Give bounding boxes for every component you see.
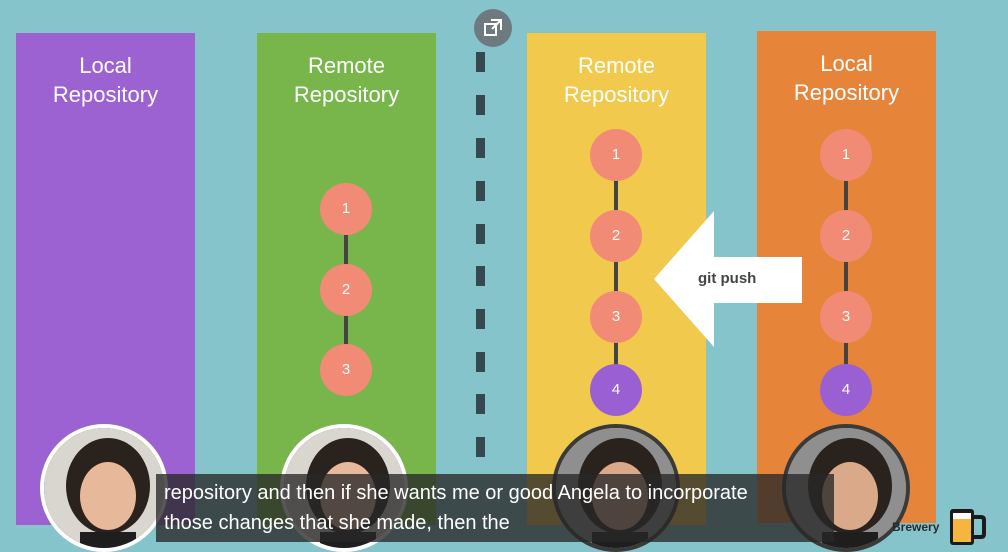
commit-node: 1 <box>590 129 642 181</box>
panel-title: Local Repository <box>52 53 159 107</box>
commit-node: 2 <box>320 264 372 316</box>
commit-node: 1 <box>820 129 872 181</box>
brand-text: Brewery <box>892 520 940 534</box>
panel-title: Local Repository <box>793 51 900 105</box>
commit-node: 4 <box>820 364 872 416</box>
commit-chain <box>614 155 618 393</box>
caption-line-1: repository and then if she wants me or g… <box>164 482 748 504</box>
commit-node: 3 <box>820 291 872 343</box>
commit-chain <box>844 155 848 393</box>
git-push-label: git push <box>698 270 757 287</box>
beer-mug-icon <box>950 509 986 545</box>
commit-node: 3 <box>590 291 642 343</box>
caption-line-2: those changes that she made, then the <box>164 512 510 534</box>
commit-node: 1 <box>320 183 372 235</box>
commit-node: 2 <box>820 210 872 262</box>
caption-box: repository and then if she wants me or g… <box>156 474 834 542</box>
panel-title: Remote Repository <box>293 53 400 107</box>
popout-icon <box>484 19 502 36</box>
commit-node: 2 <box>590 210 642 262</box>
panel-title: Remote Repository <box>563 53 670 107</box>
presenter-avatar <box>40 424 168 552</box>
commit-node: 4 <box>590 364 642 416</box>
commit-node: 3 <box>320 344 372 396</box>
popout-button[interactable] <box>474 9 512 47</box>
git-push-arrow-icon <box>654 211 802 347</box>
